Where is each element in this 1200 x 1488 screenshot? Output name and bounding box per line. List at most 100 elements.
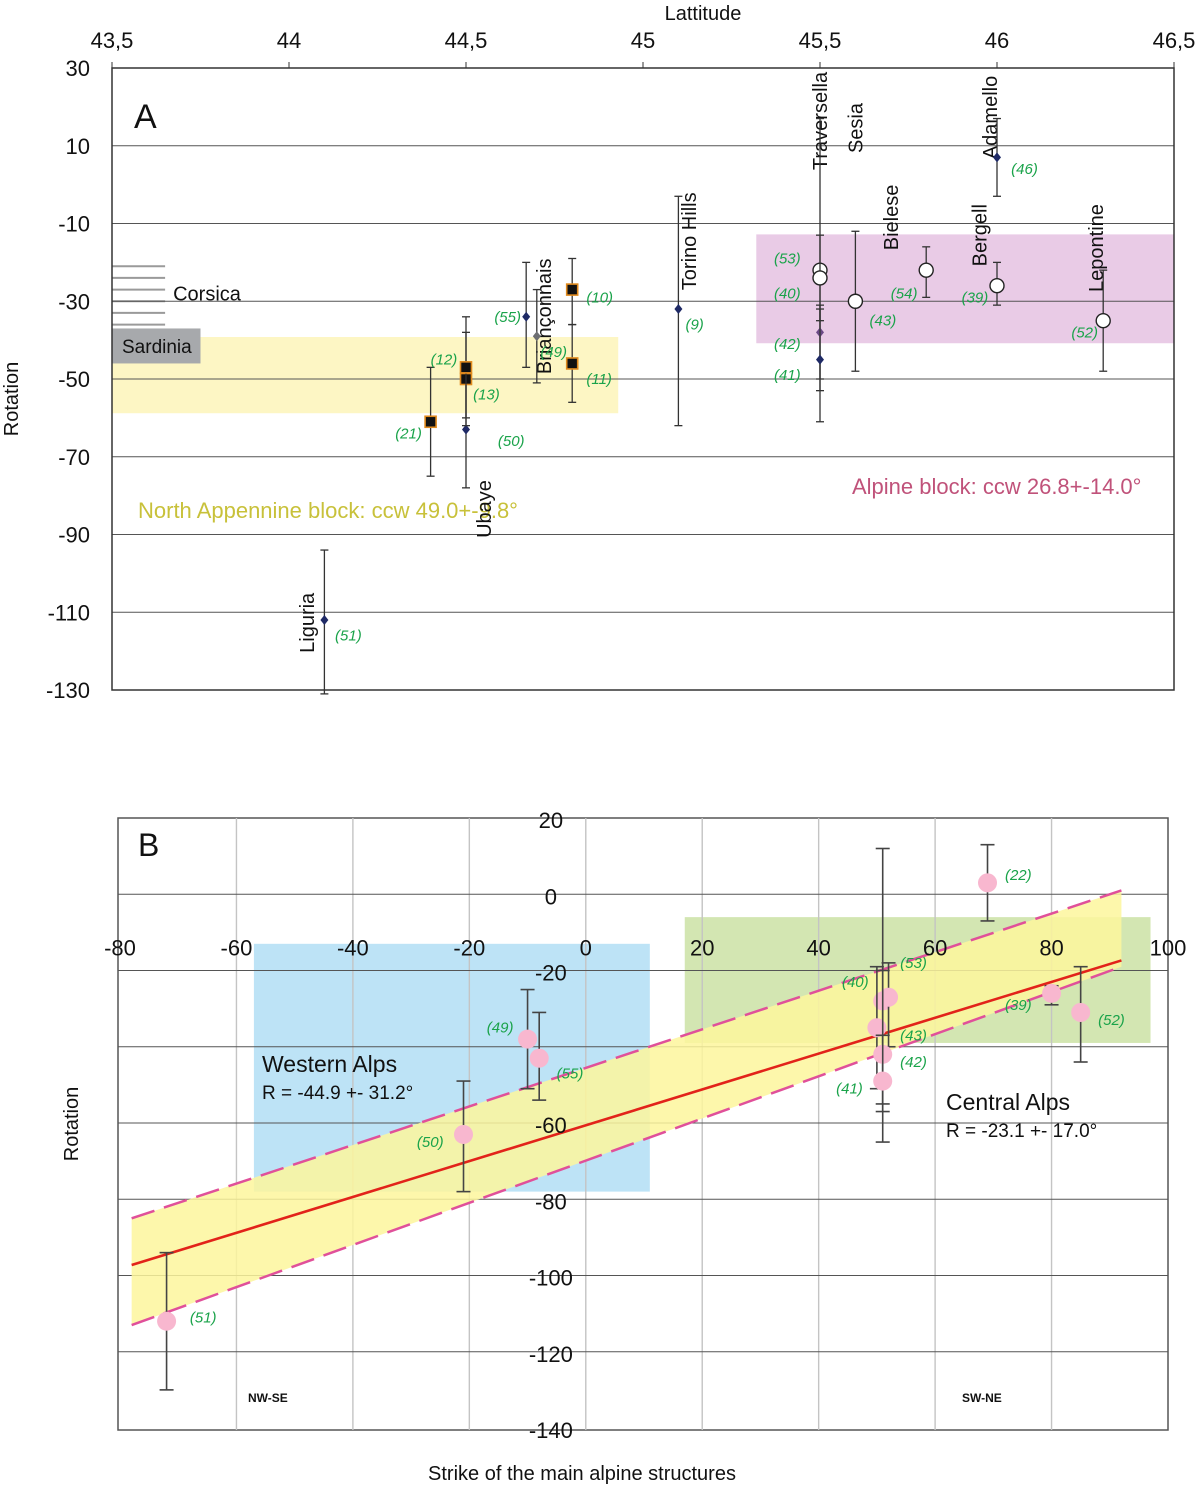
marker-square [565, 357, 579, 370]
panel-letter: A [134, 98, 157, 136]
sardinia-label: Sardinia [122, 337, 192, 358]
data-point: (11) [565, 323, 612, 403]
y-tick-label: -60 [535, 1113, 567, 1138]
marker-circle [1095, 312, 1111, 329]
x-tick-label: 80 [1039, 936, 1063, 961]
y-tick-label: -100 [529, 1266, 573, 1291]
y-tick-label: -90 [58, 523, 90, 548]
point-label: (43) [870, 313, 897, 330]
y-tick-label: -20 [535, 961, 567, 986]
data-point: (49) [532, 288, 567, 384]
data-point: (41) [774, 308, 824, 423]
y-tick-label: -140 [529, 1418, 573, 1443]
data-point: (52) [1071, 269, 1111, 372]
point-label: (39) [1005, 997, 1032, 1014]
point-label: (53) [774, 250, 801, 267]
point-label: (54) [891, 285, 918, 302]
marker-diamond [674, 304, 683, 315]
marker-circle [529, 1048, 549, 1068]
marker-circle [1071, 1002, 1091, 1022]
region-stat: R = -44.9 +- 31.2° [262, 1083, 413, 1104]
regression-line [131, 959, 1122, 1267]
y-tick-label: 20 [539, 808, 563, 833]
marker-diamond [993, 152, 1001, 163]
x-tick-label: 43,5 [91, 28, 134, 53]
data-point: (41) [836, 1034, 893, 1113]
y-tick-label: -30 [58, 289, 90, 314]
point-label: (39) [962, 289, 989, 306]
x-tick-label: 20 [690, 936, 714, 961]
marker-square [459, 361, 473, 374]
site-label: Lepontine [1086, 204, 1108, 292]
y-tick-label: -110 [48, 600, 90, 625]
x-tick-label: 0 [580, 936, 592, 961]
sardinia-box [112, 328, 201, 364]
x-tick-label: -60 [221, 936, 253, 961]
marker-square [424, 415, 437, 429]
y-tick-label: 10 [66, 134, 90, 159]
data-point: (9) [674, 195, 704, 427]
marker-diamond [522, 311, 531, 322]
data-point: (52) [1071, 965, 1125, 1063]
point-label: (40) [842, 974, 869, 991]
marker-circle [918, 262, 934, 278]
site-label: Torino Hills [679, 192, 701, 290]
point-label: (21) [395, 425, 422, 442]
site-label: Sesia [845, 102, 867, 153]
x-tick-label: 60 [923, 936, 947, 961]
data-point: (10) [565, 257, 613, 326]
point-label: (42) [900, 1054, 927, 1071]
y-tick-label: -130 [46, 678, 90, 703]
point-label: (40) [774, 285, 801, 302]
y-axis-title: Rotation [1, 362, 23, 437]
y-tick-label: -70 [58, 445, 90, 470]
panel-letter: B [138, 827, 159, 863]
x-tick-label: 44,5 [445, 28, 488, 53]
site-label: Bergell [969, 204, 991, 266]
x-tick-label: 45 [631, 28, 655, 53]
data-point: (49) [487, 988, 538, 1090]
corner-label-left: NW-SE [248, 1391, 288, 1405]
x-tick-label: -40 [337, 936, 369, 961]
y-tick-label: 0 [545, 884, 557, 909]
point-label: (43) [900, 1027, 927, 1044]
region-name: Central Alps [946, 1089, 1070, 1115]
marker-diamond [462, 424, 470, 435]
site-label: Liguria [297, 592, 319, 653]
marker-square [565, 283, 579, 296]
data-point: (50) [462, 374, 525, 489]
point-label: (51) [335, 628, 362, 645]
data-point: (12) [431, 316, 473, 419]
point-label: (53) [900, 955, 927, 972]
marker-diamond [320, 615, 329, 626]
marker-diamond [532, 331, 541, 342]
point-label: (50) [417, 1134, 444, 1151]
site-label: Briançonnais [534, 258, 556, 374]
site-label: Adamello [980, 76, 1002, 159]
point-label: (11) [586, 371, 612, 388]
x-tick-label: -20 [453, 936, 485, 961]
data-point: (55) [494, 261, 531, 368]
x-tick-label: -80 [104, 936, 136, 961]
data-point: (50) [417, 1080, 474, 1193]
data-point: (22) [978, 843, 1032, 922]
point-label: (42) [774, 336, 801, 353]
point-label: (10) [586, 289, 613, 306]
data-point: (43) [847, 230, 897, 372]
region-stat: R = -23.1 +- 17.0° [946, 1121, 1097, 1142]
x-tick-label: 46,5 [1153, 28, 1196, 53]
point-label: (49) [540, 344, 567, 361]
confidence-lower [131, 965, 1122, 1327]
point-label: (55) [557, 1065, 584, 1082]
marker-circle [989, 278, 1005, 294]
marker-circle [978, 873, 998, 893]
point-label: (9) [685, 317, 703, 334]
x-axis-title: Lattitude [665, 3, 742, 25]
x-tick-label: 40 [806, 936, 830, 961]
marker-circle [879, 987, 899, 1007]
x-tick-label: 46 [985, 28, 1009, 53]
band-label-north-appennine: North Appennine block: ccw 49.0+-9.8° [138, 498, 518, 523]
point-label: (13) [473, 387, 500, 404]
y-axis-title: Rotation [61, 1087, 83, 1162]
panel-a: CorsicaSardinia3010-10-30-50-70-90-110-1… [1, 3, 1195, 703]
